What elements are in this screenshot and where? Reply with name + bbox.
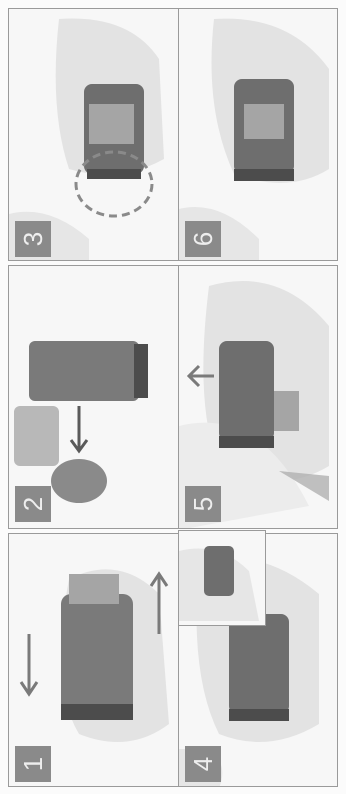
hold-breath-illustration	[179, 18, 329, 260]
canister-cap	[61, 704, 133, 720]
step-number: 3	[17, 231, 48, 247]
step-badge: 1	[15, 746, 51, 782]
spray-cloud	[279, 471, 329, 501]
inhaler-mouthpiece	[244, 104, 284, 139]
step-badge: 5	[185, 486, 221, 522]
mouthpiece-cap	[51, 459, 107, 503]
step-4-inset	[178, 530, 266, 626]
canister-cap	[87, 169, 141, 179]
remove-cap-illustration	[14, 341, 148, 503]
step-badge: 2	[15, 486, 51, 522]
inhaler-mouthpiece	[69, 574, 119, 604]
step-number: 2	[17, 496, 48, 512]
press-arrow-icon	[186, 364, 214, 388]
shake-inhaler-illustration	[19, 569, 169, 742]
inhaler-canister	[204, 546, 234, 596]
arrow-down-icon	[69, 406, 89, 454]
step-number: 1	[17, 756, 48, 772]
inhaler-canister	[229, 614, 289, 714]
step-2-panel: 2	[8, 265, 180, 529]
canister-cap	[219, 436, 274, 448]
canister-cap	[229, 709, 289, 721]
step-5-panel: 5	[178, 265, 338, 529]
step-1-panel: 1	[8, 533, 180, 787]
inhaler-mouthpiece	[14, 406, 59, 466]
exhaled-breath	[74, 150, 154, 218]
step-3-panel: 3	[8, 8, 180, 261]
inhaler-mouthpiece	[89, 104, 134, 144]
step-number: 4	[187, 756, 218, 772]
step-badge: 4	[185, 746, 221, 782]
inhaler-in-mouth-inset	[179, 546, 259, 621]
arrow-down-icon	[19, 634, 39, 697]
arrow-up-icon	[149, 571, 169, 634]
inhaler-canister	[61, 594, 133, 714]
canister-end	[134, 344, 148, 398]
step-6-panel: 6	[178, 8, 338, 261]
step-badge: 6	[185, 221, 221, 257]
inhaler-mouthpiece	[274, 391, 299, 431]
inhaler-canister	[219, 341, 274, 441]
step-number: 5	[187, 496, 218, 512]
canister-cap	[234, 169, 294, 181]
step-badge: 3	[15, 221, 51, 257]
step-number: 6	[187, 231, 218, 247]
inhaler-canister	[29, 341, 139, 401]
